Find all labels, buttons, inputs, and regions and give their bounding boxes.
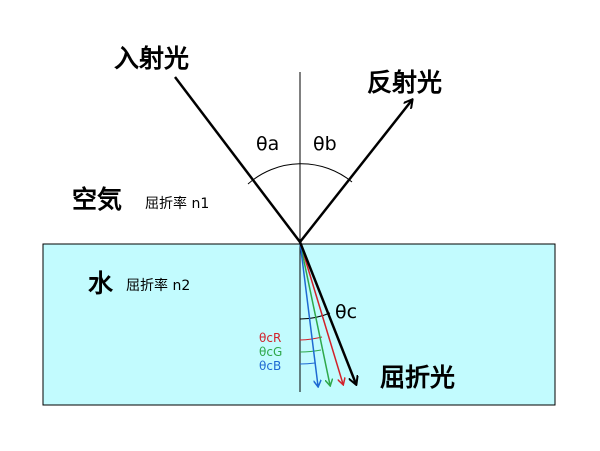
incident-ray (174, 76, 301, 243)
theta-cG-label: θcG (259, 345, 282, 359)
angle-arc-ab (247, 163, 353, 185)
theta-cB-label: θcB (259, 359, 281, 373)
refracted-ray-green (299, 241, 330, 385)
theta-a-label: θa (256, 133, 279, 155)
air-index-label: 屈折率 n1 (145, 195, 209, 212)
theta-c-label: θc (335, 301, 357, 323)
water-index-label: 屈折率 n2 (126, 277, 190, 294)
angle-arc-cG (299, 349, 322, 353)
refracted-ray-red (299, 241, 343, 384)
refracted-ray-blue (299, 241, 318, 386)
refracted-ray (298, 241, 356, 384)
reflected-light-label: 反射光 (367, 68, 442, 97)
water-region (42, 243, 556, 406)
air-label: 空気 (72, 185, 122, 214)
refracted-light-label: 屈折光 (380, 363, 455, 392)
incident-light-label: 入射光 (114, 44, 189, 73)
water-label: 水 (88, 269, 114, 298)
theta-cR-label: θcR (259, 331, 281, 345)
angle-arc-cR (299, 336, 323, 341)
reflected-ray (299, 100, 412, 243)
theta-b-label: θb (313, 133, 337, 155)
